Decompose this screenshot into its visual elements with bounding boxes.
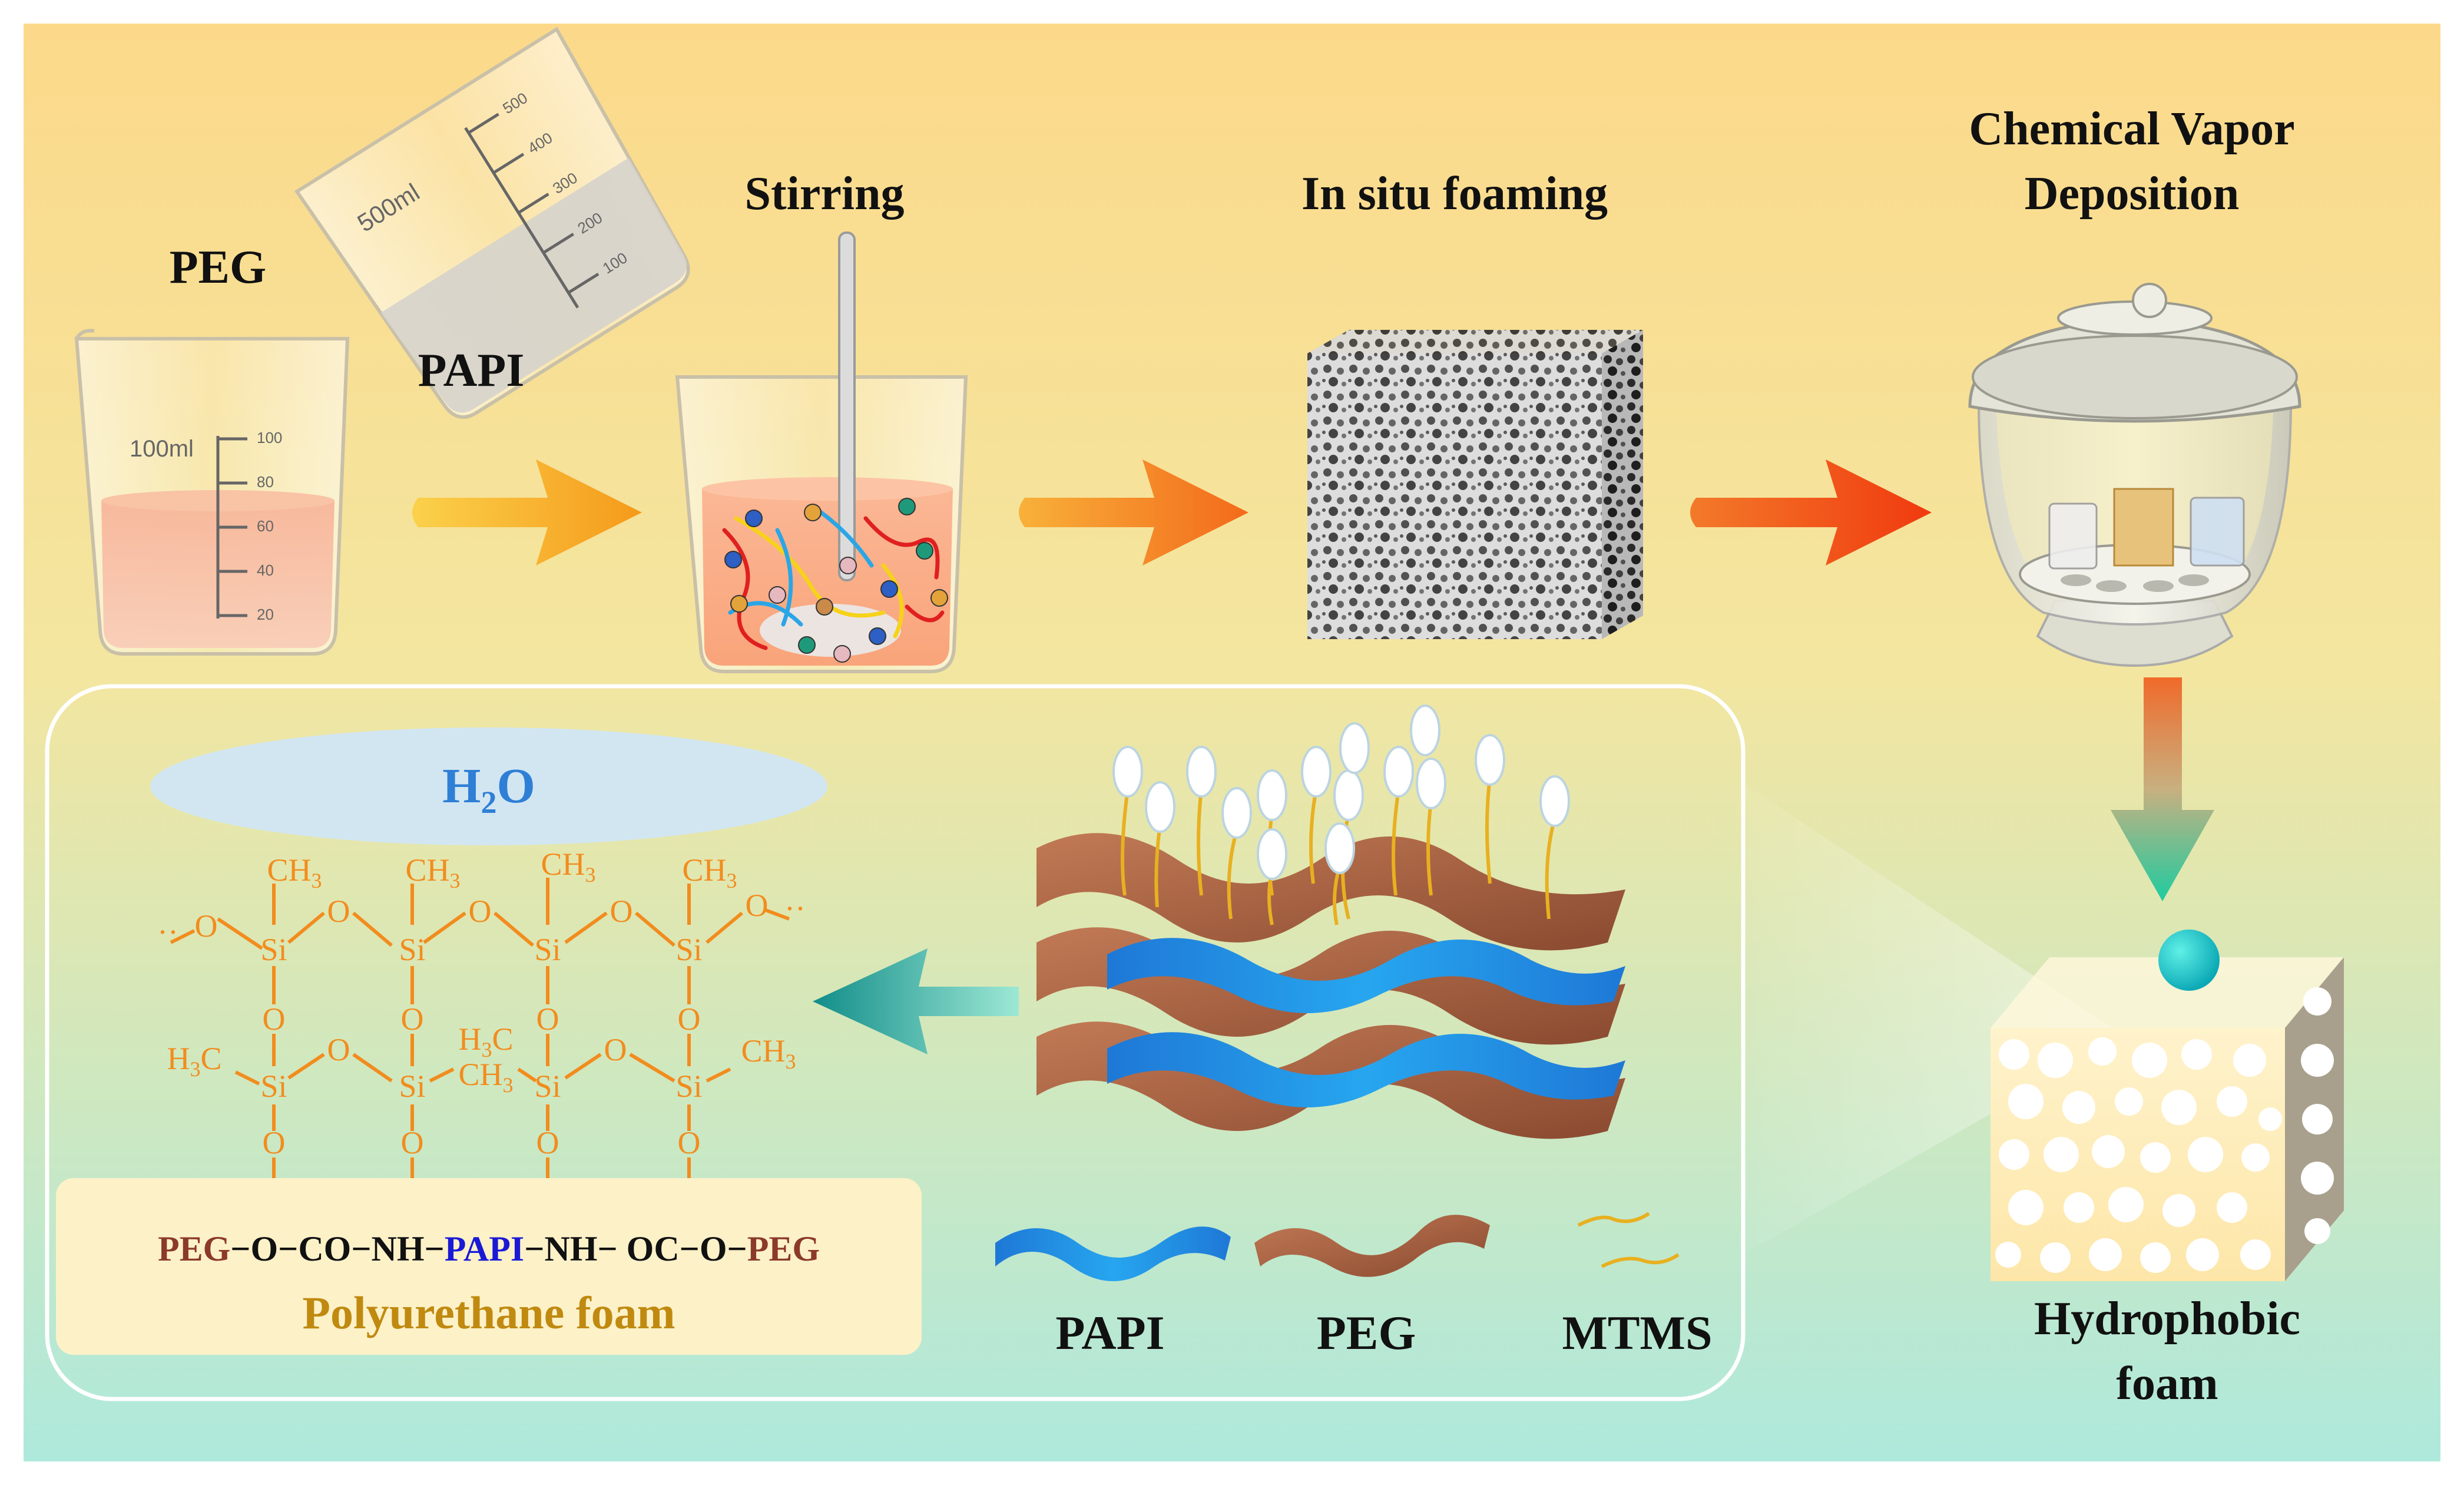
si-mid-2: Si (399, 1069, 425, 1104)
o-top-3: O (469, 894, 492, 929)
cvd-vessel (1968, 283, 2301, 667)
arrow-step-1 (412, 459, 642, 565)
h3c-mid: H3C (458, 1021, 513, 1061)
si-top-1: Si (260, 932, 287, 967)
mtms-chains (1121, 777, 1556, 925)
foam-cube (1307, 330, 1643, 639)
peg-tick-20: 20 (257, 606, 274, 623)
siloxane-labels: ·· O Si O Si O Si O Si O ·· CH3 CH3 CH3 … (157, 846, 806, 1160)
label-in-situ-foaming: In situ foaming (1301, 168, 1608, 220)
si-mid-1: Si (260, 1069, 287, 1104)
siloxane-network (170, 878, 790, 1178)
stirring-rod (838, 231, 856, 581)
foam-pores (1995, 987, 2334, 1273)
label-papi: PAPI (418, 345, 525, 396)
ch3-top-4: CH3 (682, 852, 737, 892)
peg-beaker: 100ml 100 80 60 40 20 (74, 329, 350, 656)
label-hydrophobic-line1: Hydrophobic (2034, 1293, 2300, 1345)
dots-right: ·· (784, 891, 806, 926)
o-mid-3: O (536, 1001, 559, 1037)
layered-structure (1036, 833, 1625, 1139)
arrow-step-3 (1690, 459, 1932, 565)
molecule-balls (724, 498, 948, 663)
arrow-left (813, 948, 1019, 1054)
polyurethane-formula: PEG−O−CO−NH−PAPI−NH− OC−O−PEG (158, 1229, 820, 1268)
legend-papi-label: PAPI (1055, 1306, 1164, 1360)
arrow-down (2111, 677, 2214, 901)
legend-peg-icon (1254, 1215, 1490, 1277)
papi-beaker: 500ml 500 400 300 200 100 (294, 27, 690, 419)
si-top-3: Si (534, 932, 561, 967)
water-droplet (2158, 930, 2220, 991)
o-mid-2: O (401, 1001, 424, 1037)
ch3-top-3: CH3 (541, 846, 595, 887)
o-top-4: O (610, 894, 633, 929)
o-mid-4: O (678, 1001, 701, 1037)
peg-beaker-scale (216, 436, 247, 619)
ch3-mid-4: CH3 (741, 1033, 796, 1073)
label-hydrophobic-line2: foam (2116, 1358, 2218, 1410)
o-bottom-4: O (678, 1125, 701, 1160)
o-bottom-1: O (263, 1125, 286, 1160)
o-top-2: O (327, 894, 350, 929)
legend-mtms-icon (1577, 1212, 1680, 1268)
magnify-beam (1743, 783, 2126, 1255)
si-top-4: Si (675, 932, 702, 967)
peg-tick-40: 40 (257, 561, 274, 579)
ch3-mid-2: CH3 (458, 1057, 513, 1097)
si-top-2: Si (399, 932, 425, 967)
o-bottom-3: O (536, 1125, 559, 1160)
label-cvd-line1: Chemical Vapor (1969, 103, 2294, 155)
peg-beaker-volume: 100ml (130, 436, 194, 462)
h3c-left: H3C (167, 1041, 221, 1081)
ch3-top-1: CH3 (267, 852, 322, 892)
o-mid-1: O (263, 1001, 286, 1037)
polyurethane-box (56, 1178, 922, 1355)
ch3-top-2: CH3 (405, 852, 460, 892)
o-bottom-2: O (401, 1125, 424, 1160)
polyurethane-foam-label: Polyurethane foam (302, 1287, 675, 1338)
hydrophobic-foam (1991, 930, 2344, 1281)
o-mid-row-2: O (604, 1032, 627, 1067)
water-ellipse (150, 727, 827, 845)
label-peg: PEG (170, 242, 266, 293)
peg-tick-100: 100 (257, 429, 282, 447)
o-top-5: O (746, 888, 769, 923)
polymer-chains (722, 504, 945, 650)
si-mid-3: Si (534, 1069, 561, 1104)
legend-papi-icon (995, 1226, 1231, 1281)
o-top-1: O (195, 908, 218, 944)
dots-left: ·· (157, 914, 178, 950)
label-stirring: Stirring (744, 168, 904, 220)
arrow-step-2 (1019, 459, 1248, 565)
peg-tick-60: 60 (257, 517, 274, 535)
stirring-beaker (675, 231, 968, 673)
legend-mtms-label: MTMS (1562, 1306, 1712, 1360)
papi-beaker-scale (464, 113, 600, 309)
o-mid-row-1: O (327, 1032, 350, 1067)
legend-peg-label: PEG (1317, 1306, 1416, 1360)
label-cvd-line2: Deposition (2025, 168, 2240, 220)
water-label: H2O (442, 759, 535, 820)
peg-tick-80: 80 (257, 473, 274, 491)
si-mid-4: Si (675, 1069, 702, 1104)
mtms-heads (1112, 705, 1570, 880)
